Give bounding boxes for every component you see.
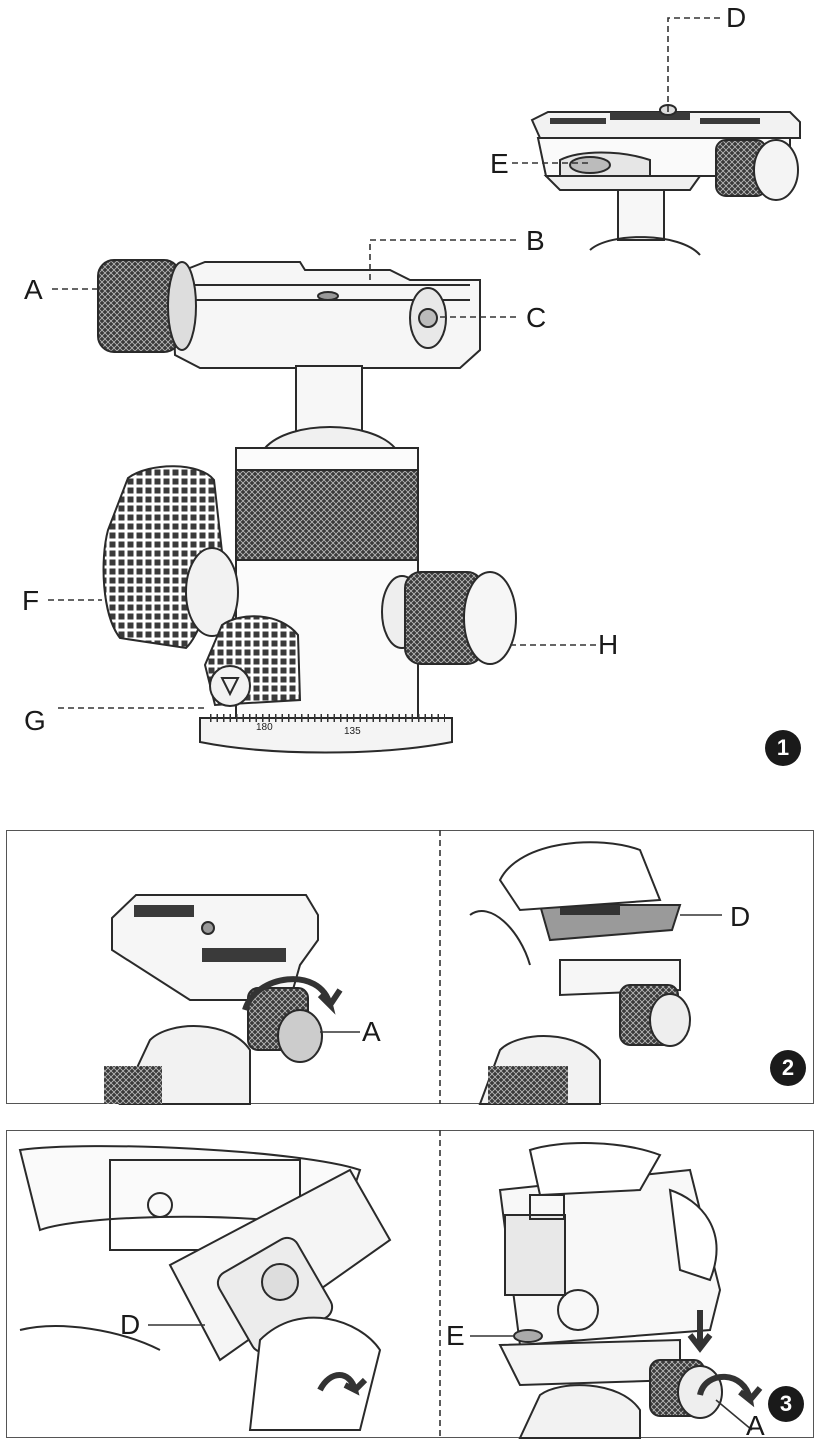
hand-placing-plate-icon: [469, 841, 722, 1105]
detail-plate-icon: [530, 104, 801, 256]
step2-label-a: A: [362, 1016, 381, 1047]
step2-label-d: D: [730, 901, 751, 932]
camera-on-head-icon: [470, 1142, 763, 1439]
label-g: G: [24, 705, 46, 736]
step-badge-1: 1: [765, 730, 801, 766]
label-f: F: [22, 585, 40, 616]
step3-label-d: D: [120, 1309, 141, 1340]
step-3-panel: [6, 1130, 814, 1438]
ball-head-icon: [97, 259, 517, 754]
camera-base-with-plate-icon: [18, 1145, 392, 1431]
ball-head-diagram: [48, 17, 801, 754]
label-d: D: [726, 2, 747, 33]
plate-on-clamp-icon: [104, 894, 360, 1105]
step3-label-e: E: [446, 1320, 465, 1351]
label-h: H: [598, 629, 619, 660]
label-e: E: [490, 148, 509, 179]
step-badge-3: 3: [768, 1386, 804, 1422]
scale-mark-180: 180: [256, 722, 273, 733]
label-c: C: [526, 302, 547, 333]
scale-mark-135: 135: [344, 726, 361, 737]
label-b: B: [526, 225, 545, 256]
step3-label-a: A: [746, 1410, 765, 1441]
label-a: A: [24, 274, 43, 305]
callout-lines: [48, 17, 724, 709]
step-2-panel: [6, 830, 814, 1104]
step-badge-2: 2: [770, 1050, 806, 1086]
